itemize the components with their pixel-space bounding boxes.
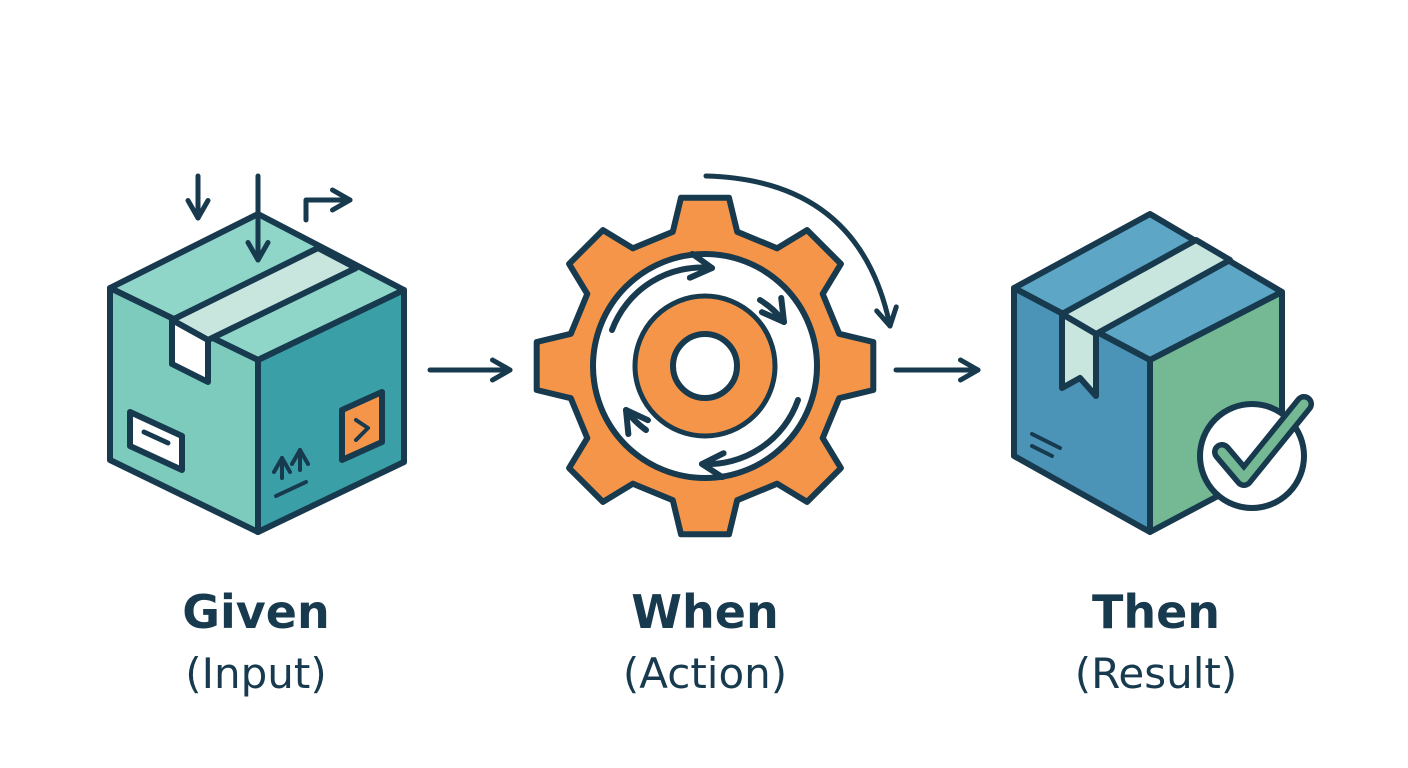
- step-title-when: When: [631, 585, 778, 639]
- gear-cycle-icon: [533, 194, 877, 538]
- checked-box-icon: [1011, 211, 1314, 535]
- step-subtitle-given: (Input): [185, 649, 327, 698]
- open-box-icon: [107, 211, 407, 535]
- curved-arrow-icon: [703, 173, 899, 329]
- input-arrows: [185, 173, 353, 263]
- step-subtitle-when: (Action): [623, 649, 787, 698]
- step-title-then: Then: [1092, 585, 1220, 639]
- step-subtitle-then: (Result): [1075, 649, 1238, 698]
- step-title-given: Given: [182, 585, 329, 639]
